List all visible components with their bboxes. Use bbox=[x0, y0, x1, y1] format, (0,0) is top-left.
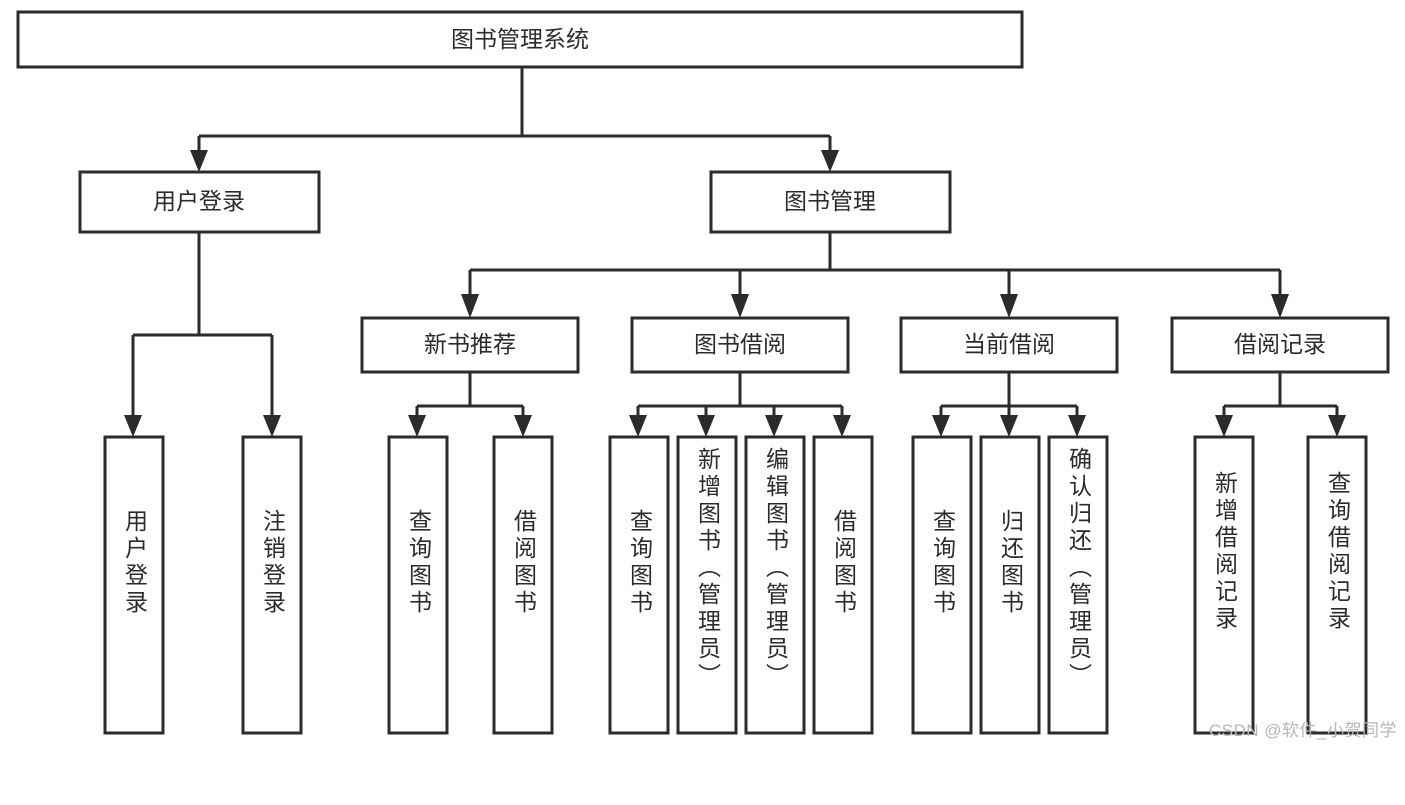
node-book-manage[interactable]: 图书管理 bbox=[709, 170, 952, 234]
node-user-login-rect[interactable] bbox=[78, 170, 321, 234]
arrow-user-login bbox=[190, 150, 208, 172]
arrow-leaf-add-record bbox=[1215, 415, 1233, 437]
node-new-book-rec-rect[interactable] bbox=[360, 316, 580, 374]
arrow-book-manage bbox=[821, 150, 839, 172]
node-book-manage-label: 图书管理 bbox=[784, 188, 876, 214]
arrow-leaf-borrow-book-2 bbox=[833, 415, 851, 437]
arrow-book-borrow bbox=[731, 294, 749, 318]
node-book-borrow[interactable]: 图书借阅 bbox=[630, 316, 850, 374]
leaf-query-book-3-rect[interactable] bbox=[911, 435, 973, 735]
csdn-watermark: CSDN @软件_小贺同学 bbox=[1208, 721, 1397, 740]
leaf-logout-rect[interactable] bbox=[241, 435, 303, 735]
node-book-borrow-rect[interactable] bbox=[630, 316, 850, 374]
arrow-leaf-query-book-1 bbox=[408, 415, 426, 437]
arrow-current-borrow bbox=[1000, 294, 1018, 318]
node-book-borrow-label: 图书借阅 bbox=[694, 331, 786, 357]
leaf-confirm-return-rect[interactable] bbox=[1047, 435, 1109, 735]
leaf-add-book-rect[interactable] bbox=[676, 435, 738, 735]
arrow-borrow-record bbox=[1271, 294, 1289, 318]
leaf-query-record-rect[interactable] bbox=[1306, 435, 1368, 735]
node-borrow-record-rect[interactable] bbox=[1170, 316, 1390, 374]
leaf-edit-book-rect[interactable] bbox=[744, 435, 806, 735]
arrow-leaf-edit-book bbox=[765, 415, 783, 437]
node-root-label: 图书管理系统 bbox=[451, 26, 589, 52]
arrow-leaf-borrow-book-1 bbox=[514, 415, 532, 437]
leaf-query-book-2-rect[interactable] bbox=[608, 435, 670, 735]
arrow-leaf-query-record bbox=[1328, 415, 1346, 437]
leaf-user-login-rect[interactable] bbox=[103, 435, 165, 735]
arrow-leaf-confirm-return bbox=[1068, 415, 1086, 437]
node-user-login-label: 用户登录 bbox=[153, 188, 245, 214]
arrow-leaf-query-book-3 bbox=[932, 415, 950, 437]
node-new-book-rec-label: 新书推荐 bbox=[424, 331, 516, 357]
node-current-borrow-rect[interactable] bbox=[899, 316, 1119, 374]
leaf-borrow-book-1-rect[interactable] bbox=[492, 435, 554, 735]
arrow-leaf-user-login bbox=[124, 415, 142, 437]
node-book-manage-rect[interactable] bbox=[709, 170, 952, 234]
leaf-borrow-book-2-rect[interactable] bbox=[812, 435, 874, 735]
leaf-query-book-1-rect[interactable] bbox=[387, 435, 449, 735]
node-user-login[interactable]: 用户登录 bbox=[78, 170, 321, 234]
arrow-leaf-query-book-2 bbox=[629, 415, 647, 437]
node-borrow-record-label: 借阅记录 bbox=[1234, 331, 1326, 357]
node-root[interactable]: 图书管理系统 bbox=[16, 10, 1024, 69]
tree-diagram-svg: 图书管理系统 用户登录 图书管理 新书推荐 图书借阅 当前借阅 借阅记录 bbox=[16, 10, 1390, 735]
arrow-leaf-add-book bbox=[697, 415, 715, 437]
leaf-add-record-rect[interactable] bbox=[1193, 435, 1255, 735]
connector-group bbox=[124, 67, 1346, 437]
arrow-new-book-rec bbox=[461, 294, 479, 318]
arrow-leaf-return-book bbox=[1000, 415, 1018, 437]
node-root-rect[interactable] bbox=[16, 10, 1024, 69]
arrow-leaf-logout bbox=[263, 415, 281, 437]
flowchart-canvas: 图书管理系统 用户登录 图书管理 新书推荐 图书借阅 当前借阅 借阅记录 bbox=[16, 10, 1397, 740]
node-borrow-record[interactable]: 借阅记录 bbox=[1170, 316, 1390, 374]
node-current-borrow[interactable]: 当前借阅 bbox=[899, 316, 1119, 374]
node-current-borrow-label: 当前借阅 bbox=[963, 331, 1055, 357]
node-new-book-rec[interactable]: 新书推荐 bbox=[360, 316, 580, 374]
leaf-rect-group bbox=[103, 435, 1368, 735]
leaf-return-book-rect[interactable] bbox=[979, 435, 1041, 735]
